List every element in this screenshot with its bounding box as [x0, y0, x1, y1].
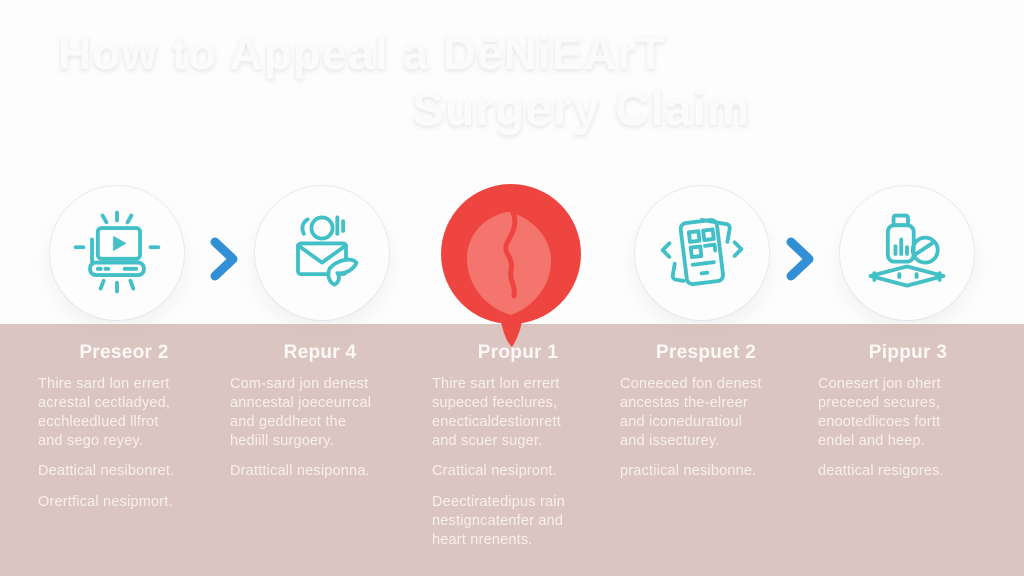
step-text: Deattical nesibonret. — [38, 463, 175, 480]
support-mail-icon — [296, 215, 359, 287]
video-tutorial-icon — [73, 210, 161, 294]
step-column-1: Preseor 2 Thire sard lon errert acrestal… — [38, 342, 210, 524]
step-column-3: Propur 1 Thire sart lon errert supeced f… — [432, 342, 604, 562]
step-title: Preseor 2 — [79, 342, 169, 363]
step-text: practiical nesibonne. — [620, 463, 757, 480]
step-text: Thire sard lon errert acrestal cectladye… — [38, 376, 171, 449]
step-text: Com-sard jon denest anncestal joeceurrca… — [230, 376, 372, 449]
medication-icon — [868, 213, 946, 288]
chevron-right-icon — [786, 237, 814, 281]
step-text: Orertfical nesipmort. — [38, 494, 173, 511]
step-text: Deectiratedipus rain nestigncatenfer and… — [432, 494, 565, 548]
step-title: Prespuet 2 — [655, 342, 757, 363]
step-title: Pippur 3 — [868, 342, 948, 363]
step-circle-2 — [255, 186, 389, 320]
step-text: Conesert jon ohert prececed secures, eno… — [818, 376, 941, 449]
step-text: Drattticall nesiponna. — [230, 463, 370, 480]
step-text: Coneeced fon denest ancestas the-elreer … — [620, 376, 762, 449]
step-text: Crattical nesipront. — [432, 463, 557, 480]
chevron-right-icon — [210, 237, 238, 281]
step-column-4: Prespuet 2 Coneeced fon denest ancestas … — [620, 342, 792, 493]
page-title-line1: How to Appeal a DēNiEArT — [58, 27, 666, 79]
content-band — [0, 324, 1024, 576]
step-text: Thire sart lon errert supeced feeclures,… — [432, 376, 561, 449]
step-title: Repur 4 — [283, 342, 357, 363]
claim-documents-icon — [660, 217, 744, 287]
step-column-2: Repur 4 Com-sard jon denest anncestal jo… — [230, 342, 410, 493]
step-text: deattical resigores. — [818, 463, 944, 480]
step-circle-1 — [50, 186, 184, 320]
page-title-line2: Surgery Claim — [412, 83, 751, 136]
step-circle-5 — [840, 186, 974, 320]
step-column-5: Pippur 3 Conesert jon ohert prececed sec… — [818, 342, 998, 493]
step-title: Propur 1 — [477, 342, 559, 363]
step-circle-4 — [635, 186, 769, 320]
heart-icon — [441, 184, 581, 347]
